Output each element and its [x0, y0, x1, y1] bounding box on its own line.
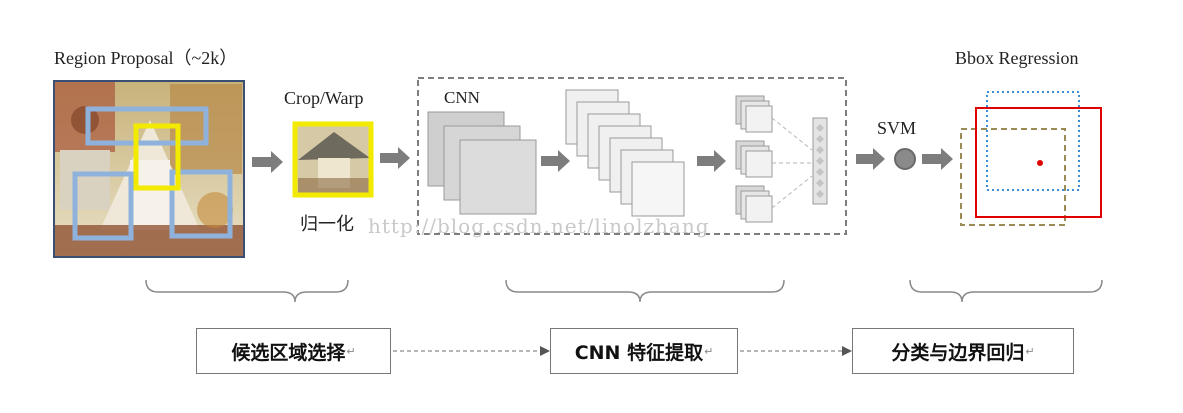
normalize-label: 归一化 [300, 214, 354, 235]
arrow-head-stage1 [540, 346, 550, 356]
brace-region-selection [145, 279, 349, 303]
svm-node [894, 148, 916, 170]
return-mark: ↵ [704, 344, 714, 358]
arrow-to-crop [252, 151, 283, 173]
stage-classification-regression-label: 分类与边界回归 [891, 341, 1025, 364]
ground-truth-box [975, 107, 1102, 218]
stage-cnn-features: CNN 特征提取↵ [550, 328, 738, 374]
fc-layer-stacks [735, 95, 773, 223]
arrow-to-cnn [380, 147, 410, 169]
crop-warp-label: Crop/Warp [284, 88, 364, 108]
predicted-box [986, 91, 1080, 191]
bbox-regression-label: Bbox Regression [955, 48, 1079, 68]
stage-region-selection-label: 候选区域选择 [231, 341, 346, 364]
cnn-container [417, 77, 847, 235]
return-mark: ↵ [1025, 344, 1035, 358]
arrow-conv2-fc [697, 150, 726, 172]
arrow-to-svm [856, 148, 885, 170]
shifted-box [960, 128, 1066, 226]
cnn-label: CNN [444, 88, 480, 107]
stage-region-selection: 候选区域选择↵ [196, 328, 391, 374]
proposal-box [85, 106, 209, 146]
proposal-boxes [72, 106, 233, 241]
stage-classification-regression: 分类与边界回归↵ [852, 328, 1074, 374]
conv-layer-stack-2 [565, 89, 685, 217]
proposal-box [72, 171, 134, 241]
selected-proposal-box [133, 123, 181, 191]
arrow-conv1-conv2 [541, 150, 570, 172]
svm-label: SVM [877, 118, 917, 138]
stage-braces [145, 279, 1103, 303]
box-center-point [1037, 160, 1043, 166]
region-proposal-label: Region Proposal（~2k） [54, 48, 238, 68]
watermark: http://blog.csdn.net/linolzhang [368, 214, 710, 238]
bbox-regression-figure [960, 91, 1102, 226]
brace-cnn-features [505, 279, 785, 303]
fc-connectors [771, 117, 813, 209]
conv-layer-stack-1 [427, 111, 537, 215]
return-mark: ↵ [346, 344, 356, 358]
warped-region [292, 121, 374, 198]
proposal-box [169, 169, 233, 239]
arrow-from-svm [922, 148, 953, 170]
stage-cnn-features-label: CNN 特征提取 [574, 341, 704, 364]
brace-classification [909, 279, 1103, 303]
arrow-head-stage2 [842, 346, 852, 356]
feature-vector [812, 117, 828, 205]
